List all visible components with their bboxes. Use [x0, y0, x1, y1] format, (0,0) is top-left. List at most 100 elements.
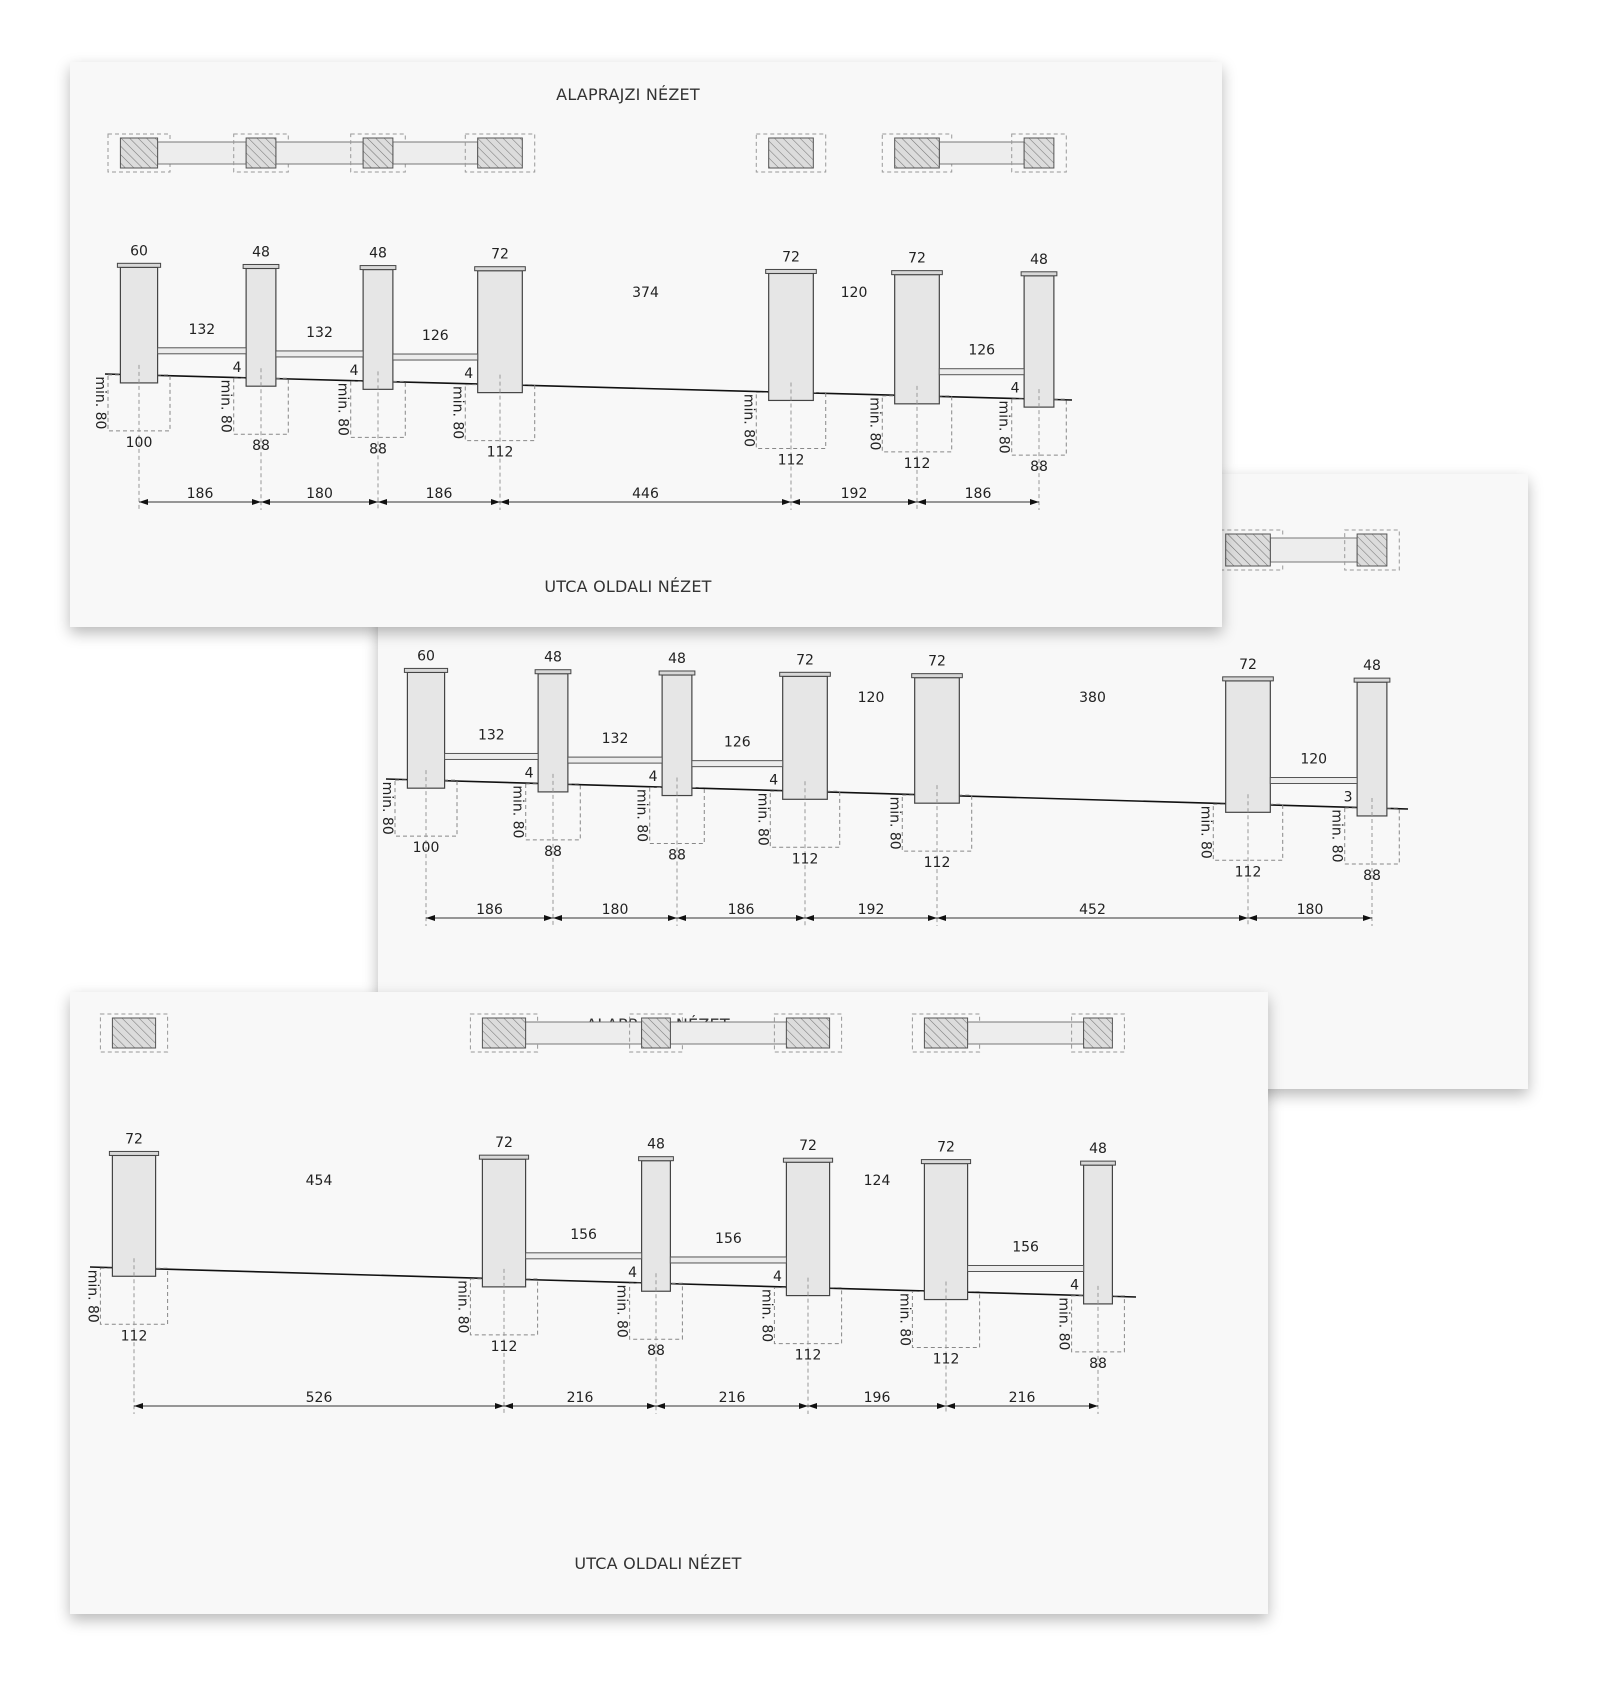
dimension-arrow-right: [252, 499, 261, 505]
footing-width-label: 88: [1363, 868, 1381, 884]
plan-post-hatched: [923, 1017, 969, 1049]
post-cap: [474, 266, 526, 272]
plan-footing-outline: [1071, 1013, 1125, 1053]
min-depth-label: min. 80: [886, 797, 902, 850]
plan-group: [1212, 529, 1400, 571]
post-cap: [1020, 271, 1058, 277]
dimension-arrow-left: [677, 915, 686, 921]
plan-group: [881, 133, 1067, 173]
post-cap: [1080, 1160, 1116, 1166]
fence-span: 454: [306, 1173, 333, 1189]
plan-panel: [157, 141, 247, 165]
dimension-arrow-right: [1363, 915, 1372, 921]
span-width-label: 120: [1300, 752, 1327, 768]
fence-panel: [938, 368, 1025, 376]
plan-post-hatched: [1023, 137, 1055, 169]
ground-gap-label: 3: [1344, 790, 1353, 806]
post-width-label: 72: [495, 1135, 513, 1151]
min-depth-label: min. 80: [1056, 1297, 1072, 1350]
span-width-label: 380: [1079, 690, 1106, 706]
post-body: [111, 1154, 157, 1277]
min-depth-label: min. 80: [754, 793, 770, 846]
footing-width-label: 88: [252, 438, 270, 454]
dimension-arrow-right: [369, 499, 378, 505]
post-width-label: 48: [1363, 658, 1381, 674]
footing-width-label: 112: [1235, 864, 1262, 880]
min-depth-label: min. 80: [379, 782, 395, 835]
post-body: [362, 268, 394, 390]
fence-panel: [1269, 777, 1358, 785]
plan-panel: [967, 1021, 1085, 1045]
footing-width-label: 88: [544, 844, 562, 860]
post-width-label: 48: [1030, 252, 1048, 268]
distance-label: 192: [858, 902, 885, 918]
dimension-arrow-left: [504, 1403, 513, 1409]
ground-gap-label: 4: [773, 1269, 782, 1285]
post-cap: [359, 265, 397, 271]
dimension-arrow-right: [799, 1403, 808, 1409]
span-width-label: 132: [188, 322, 215, 338]
plan-post-hatched: [119, 137, 159, 169]
post-width-label: 72: [782, 249, 800, 265]
plan-post-hatched: [1225, 533, 1271, 567]
post-cap: [920, 1159, 972, 1165]
post-cap: [779, 671, 831, 677]
post-body: [1082, 1164, 1113, 1305]
post-width-label: 48: [369, 246, 387, 262]
dimension-arrow-left: [261, 499, 270, 505]
fence-drawing-3: ALAPRAJZI NÉZET UTCA OLDALI NÉZET 72112m…: [84, 1013, 1137, 1573]
post-cap: [911, 673, 963, 679]
footing-width-label: 112: [491, 1339, 518, 1355]
fence-panel: [275, 350, 364, 358]
fence-span: 132 4: [157, 322, 247, 376]
plan-panel: [525, 1021, 643, 1045]
distance-label: 452: [1079, 902, 1106, 918]
dimension-arrow-left: [139, 499, 148, 505]
dimension-arrow-right: [495, 1403, 504, 1409]
ground-gap-label: 4: [350, 363, 359, 379]
plan-post-hatched: [481, 1017, 527, 1049]
distance-label: 526: [306, 1390, 333, 1406]
post-width-label: 72: [796, 652, 814, 668]
post-cap: [403, 667, 449, 673]
dimension-arrow-right: [1089, 1403, 1098, 1409]
min-depth-label: min. 80: [896, 1293, 912, 1346]
post-width-label: 72: [491, 247, 509, 263]
span-width-label: 120: [841, 285, 868, 301]
plan-group: [99, 1013, 169, 1053]
plan-panel: [275, 141, 364, 165]
distance-label: 186: [728, 902, 755, 918]
plan-group: [911, 1013, 1125, 1053]
min-depth-label: min. 80: [92, 376, 108, 429]
fence-panel: [392, 353, 479, 361]
post-body: [119, 266, 159, 384]
footing-width-label: 112: [933, 1352, 960, 1368]
footing-width-label: 112: [924, 855, 951, 871]
dimension-arrow-right: [796, 915, 805, 921]
post-width-label: 60: [417, 648, 435, 664]
post-width-label: 60: [130, 243, 148, 259]
plan-panel: [1269, 537, 1358, 563]
plan-post-hatched: [477, 137, 523, 169]
min-depth-label: min. 80: [335, 383, 351, 436]
ground-gap-label: 4: [233, 360, 242, 376]
fence-span: 124: [864, 1173, 891, 1189]
min-depth-label: min. 80: [614, 1285, 630, 1338]
plan-panel: [669, 1021, 787, 1045]
post-width-label: 48: [544, 650, 562, 666]
span-width-label: 454: [306, 1173, 333, 1189]
post-width-label: 72: [908, 251, 926, 267]
footing-width-label: 112: [778, 452, 805, 468]
dimension-arrow-right: [937, 1403, 946, 1409]
plan-footing-outline: [773, 1013, 843, 1053]
